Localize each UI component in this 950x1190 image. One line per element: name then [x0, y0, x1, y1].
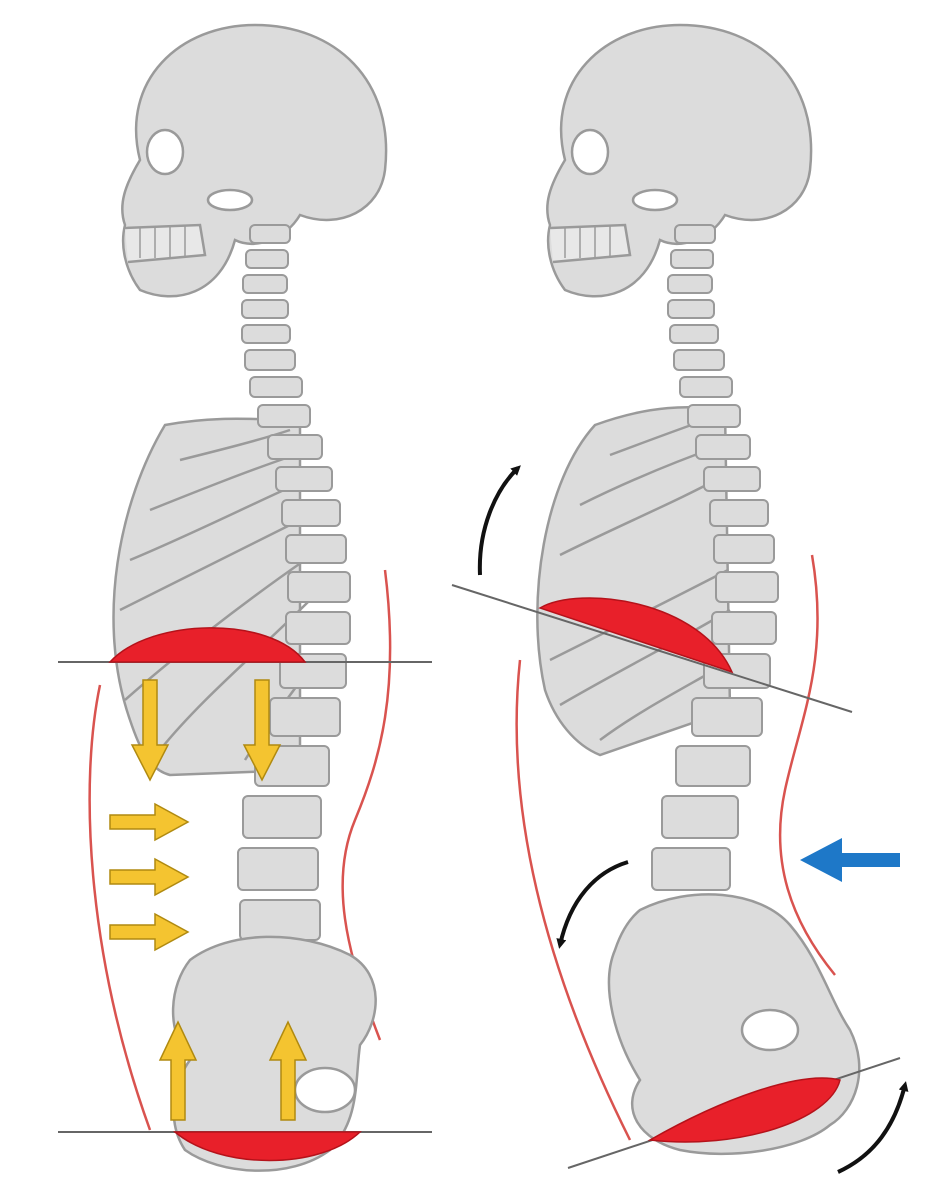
abdomen-front-line	[515, 659, 632, 1141]
skull-icon	[121, 23, 388, 298]
pressure-arrows	[109, 679, 308, 1121]
arrow-icon	[109, 857, 190, 897]
rotation-arrow-icon	[477, 465, 521, 576]
arrow-icon	[109, 912, 190, 952]
pelvic-floor-muscle	[172, 1131, 362, 1162]
abdomen-front-line	[88, 684, 152, 1131]
arrow-icon	[242, 679, 282, 782]
arrow-icon	[109, 802, 190, 842]
arrow-icon	[158, 1020, 198, 1121]
ribcage-icon	[536, 405, 733, 757]
diaphragm-muscle	[538, 597, 734, 674]
pelvic-floor-muscle	[647, 1077, 841, 1143]
skull-icon	[546, 23, 813, 298]
push-arrow-icon	[800, 838, 900, 882]
rotation-arrow-icon	[556, 860, 629, 949]
figure-left	[58, 23, 432, 1172]
arrow-icon	[268, 1020, 308, 1121]
diaphragm-muscle	[108, 627, 307, 663]
back-line	[778, 554, 836, 976]
arrow-icon	[130, 679, 170, 782]
figure-right	[451, 23, 909, 1174]
diaphragm-reference-line	[451, 584, 853, 713]
rotation-arrow-icon	[837, 1081, 909, 1174]
